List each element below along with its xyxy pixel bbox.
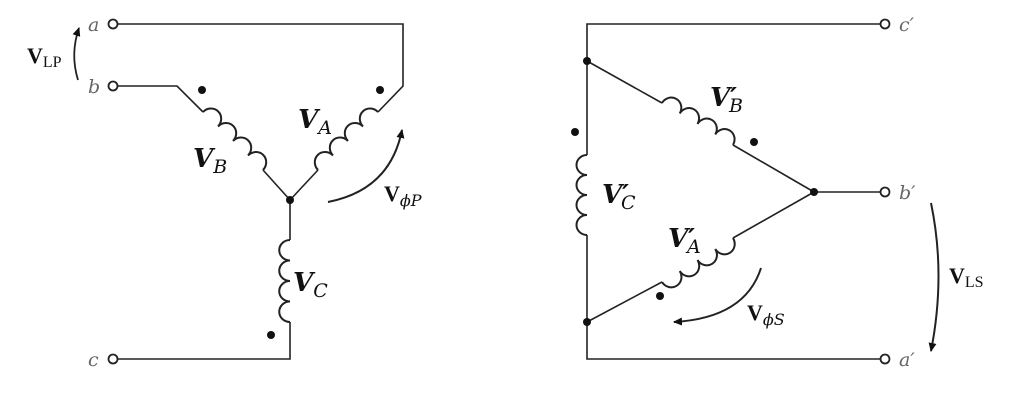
coil-vb-prime-icon <box>661 96 736 146</box>
node-bottom <box>583 318 591 326</box>
wire-node-to-aprime-coil <box>732 191 815 239</box>
terminal-label-b: b <box>88 76 100 98</box>
phase-voltage-label-secondary: VϕS <box>747 300 785 329</box>
terminal-b <box>107 80 119 92</box>
terminal-a-prime <box>879 353 891 365</box>
terminal-label-c-prime: c′ <box>899 14 915 36</box>
polarity-dot-c-prime <box>571 128 579 136</box>
terminal-b-prime <box>879 186 891 198</box>
polarity-dot-b-prime <box>750 138 758 146</box>
vphip-arrow <box>327 129 405 203</box>
phase-voltage-label-primary: VϕP <box>384 181 422 210</box>
wire-a-prime <box>586 235 881 360</box>
winding-label-vc: VC <box>293 268 328 302</box>
primary-wye: a b c VA VB VC VLP VϕP <box>27 14 422 371</box>
polarity-dot-b <box>198 86 206 94</box>
node-top <box>583 57 591 65</box>
terminal-label-a-prime: a′ <box>899 349 915 371</box>
coil-vc-prime-icon <box>575 154 588 236</box>
winding-label-vb: VB <box>193 144 227 178</box>
winding-label-vc-prime: V′C <box>602 180 636 214</box>
polarity-dot-a-prime <box>656 292 664 300</box>
winding-label-vb-prime: V′B <box>710 83 743 117</box>
terminal-label-c: c <box>88 349 99 371</box>
line-voltage-label-primary: VLP <box>27 43 62 71</box>
vlp-arrow <box>72 27 81 81</box>
winding-label-va: VA <box>298 105 332 139</box>
terminal-c <box>107 353 119 365</box>
wire-c-prime <box>586 23 881 155</box>
terminal-label-a: a <box>88 14 99 36</box>
wire-b <box>117 85 204 113</box>
polarity-dot-c <box>267 331 275 339</box>
coil-vc-icon <box>278 239 291 323</box>
wire-c <box>117 322 291 360</box>
wire-top-to-bprime-coil <box>586 60 663 104</box>
wire-b-node <box>262 169 291 201</box>
polarity-dot-a <box>376 86 384 94</box>
coils <box>202 96 736 323</box>
vls-arrow <box>928 202 940 352</box>
terminal-a <box>107 18 119 30</box>
node-b-prime <box>810 188 818 196</box>
wire-bprime-coil-to-node <box>732 144 815 193</box>
coil-va-prime-icon <box>661 237 736 289</box>
neutral-node <box>286 196 294 204</box>
line-voltage-label-secondary: VLS <box>949 263 984 291</box>
secondary-delta: c′ b′ a′ V′B V′C V′A VϕS VLS <box>571 14 984 371</box>
wire-a <box>117 23 404 113</box>
winding-label-va-prime: V′A <box>668 224 701 258</box>
terminal-c-prime <box>879 18 891 30</box>
vphis-arrow <box>673 267 762 326</box>
wire-a-node <box>289 169 319 201</box>
wire-aprime-coil-to-bottom <box>586 281 663 323</box>
terminal-label-b-prime: b′ <box>899 182 916 204</box>
